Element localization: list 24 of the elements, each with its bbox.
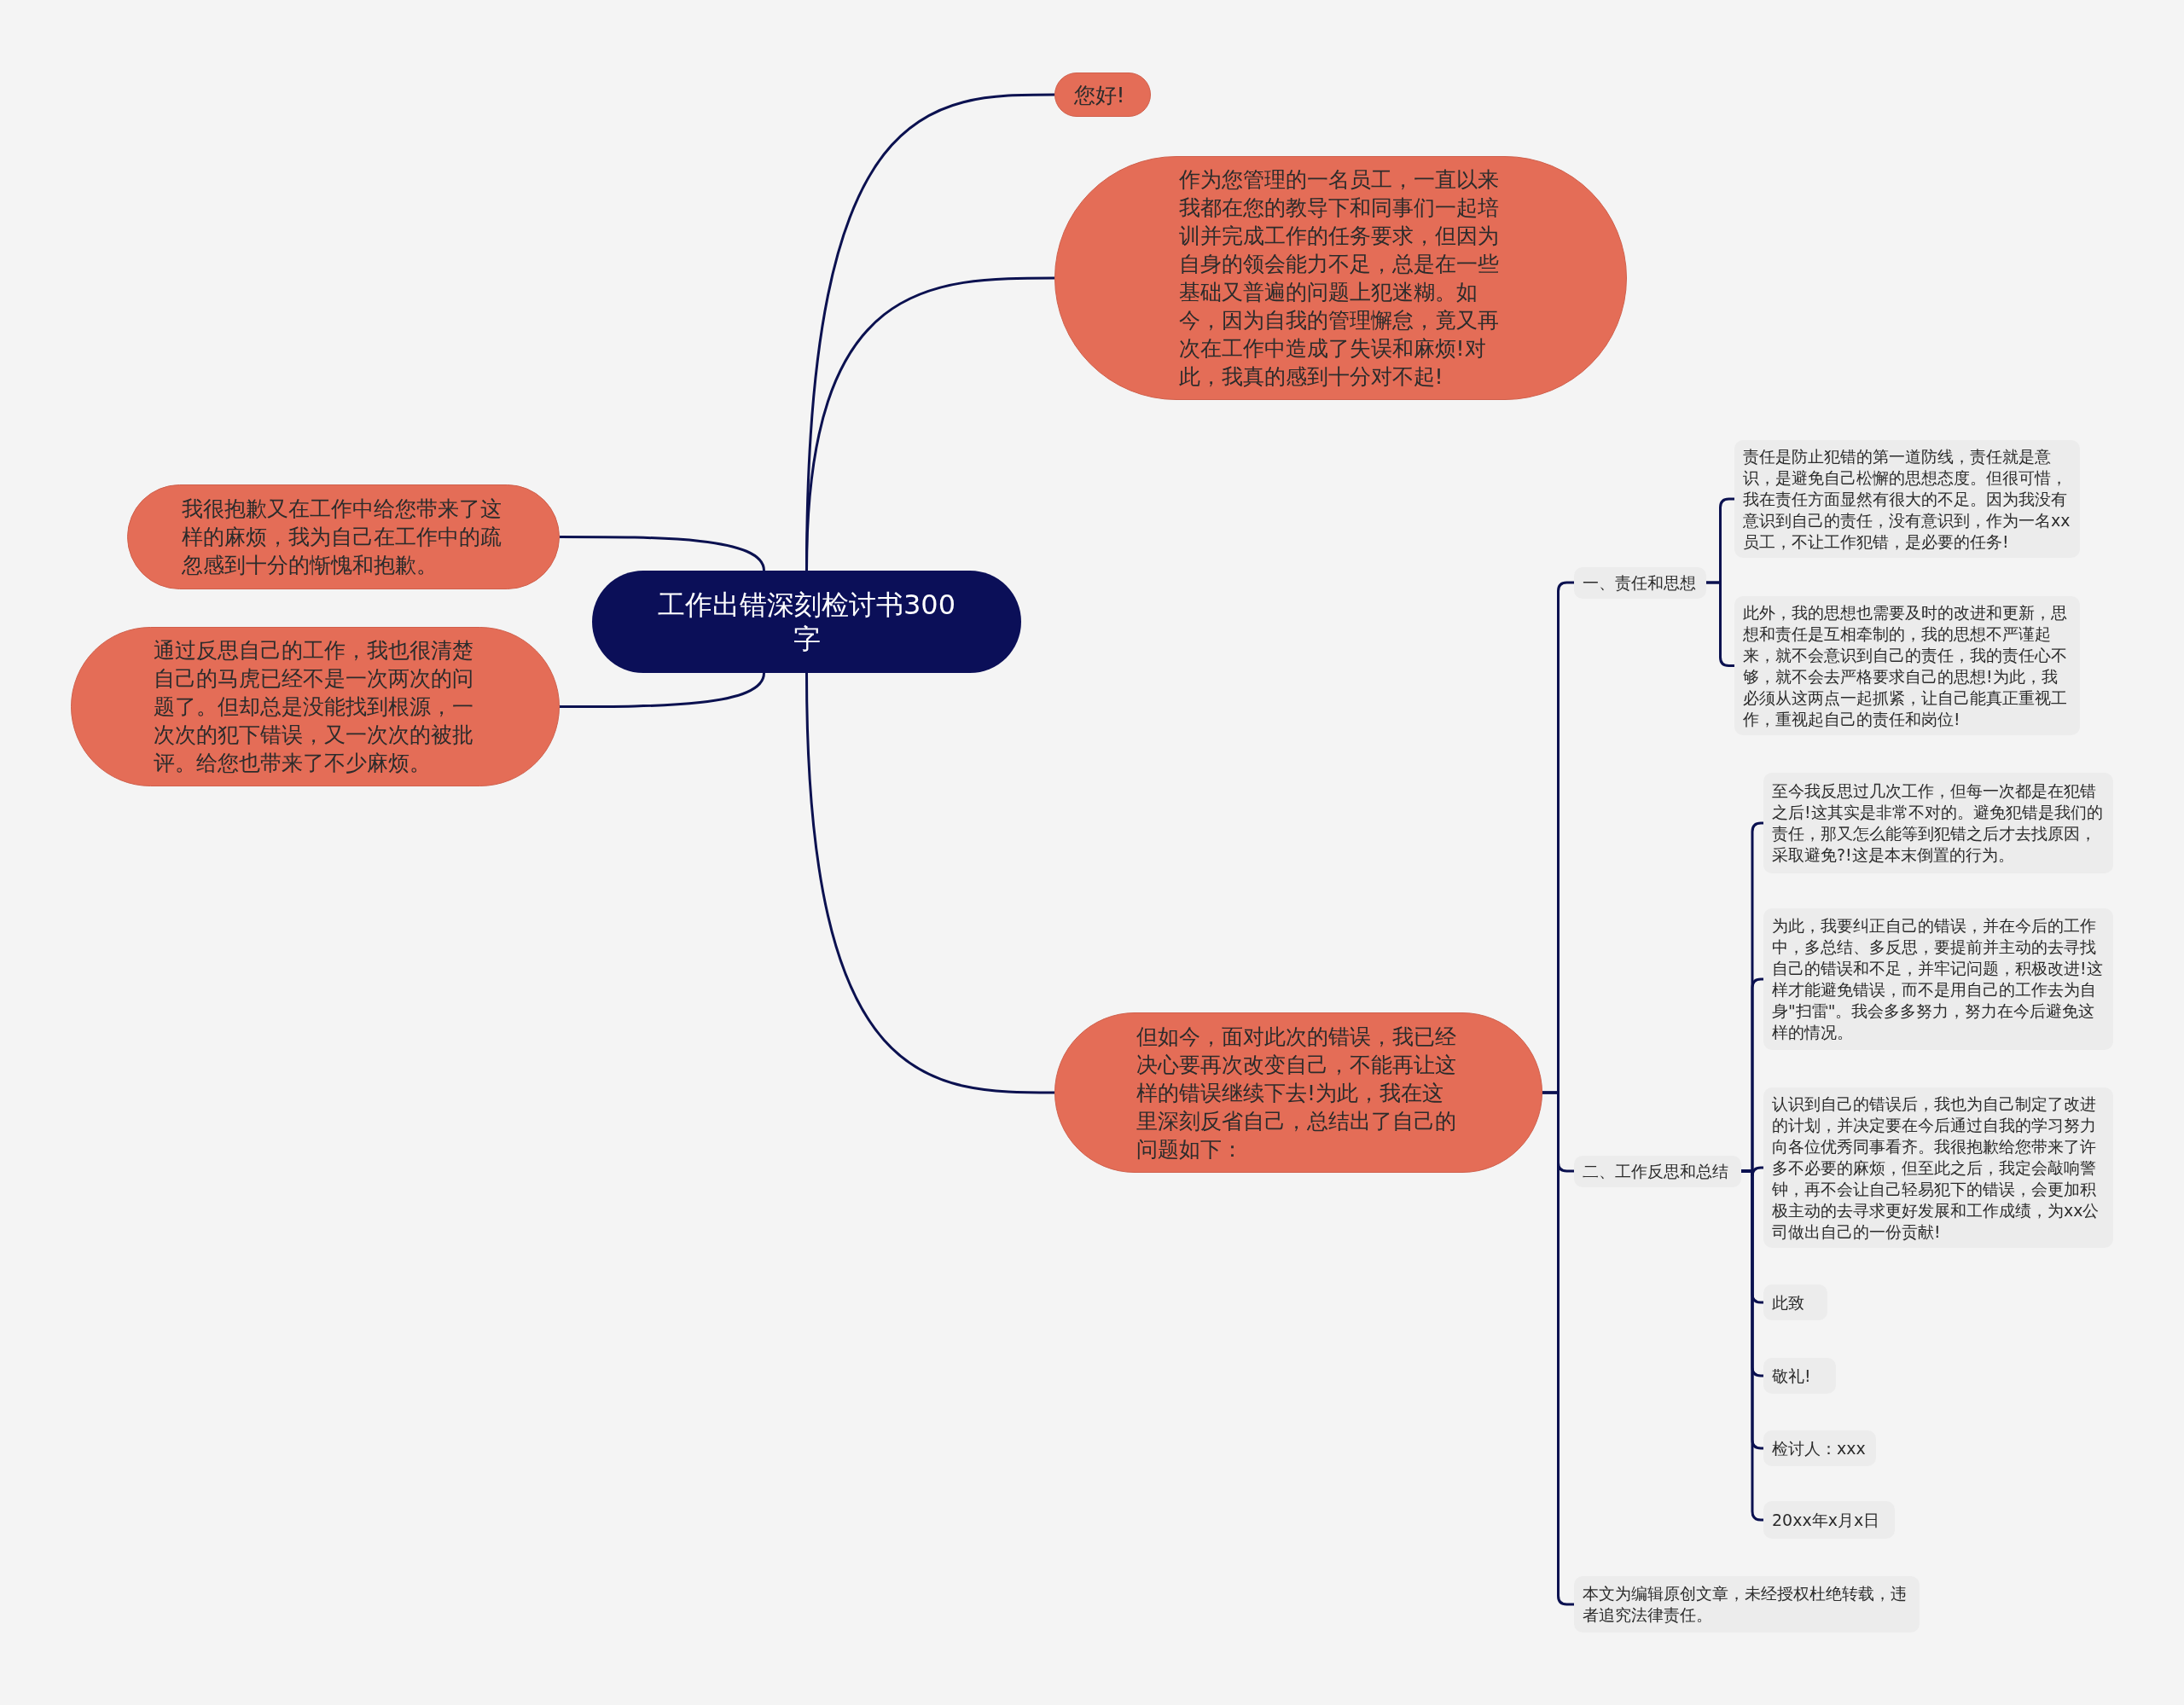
connector-line [1741,1169,1764,1522]
topic-pill: 我很抱歉又在工作中给您带来了这样的麻烦，我为自己在工作中的疏忽感到十分的惭愧和抱歉。 [127,484,560,589]
topic-pill: 作为您管理的一名员工，一直以来我都在您的教导下和同事们一起培训并完成工作的任务要求，但因为自身的领会能力不足，总是在一些基础又普遍的问题上犯迷糊。如今，因为自我的管理懈怠，竟又再次在工作中造成了失误和麻烦!对此，我真的感到十分对不起! [1054,156,1627,400]
note-box: 20xx年x月x日 [1763,1501,1895,1539]
note-box: 为此，我要纠正自己的错误，并在今后的工作中，多总结、多反思，要提前并主动的去寻找自己的错误和不足，并牢记问题，积极改进!这样才能避免错误，而不是用自己的工作去为自身"扫雷"。我会多多努力，努力在今后避免这样的情况。 [1763,908,2113,1050]
note-box: 检讨人：xxx [1763,1430,1876,1466]
note-box: 责任是防止犯错的第一道防线，责任就是意识，是避免自己松懈的思想态度。但很可惜，我在责任方面显然有很大的不足。因为我没有意识到自己的责任，没有意识到，作为一名xx员工，不让工作犯错，是必要的任务! [1734,440,2080,558]
note-box: 本文为编辑原创文章，未经授权杜绝转载，违者追究法律责任。 [1574,1576,1920,1633]
connector-line [1706,581,1734,667]
note-box: 认识到自己的错误后，我也为自己制定了改进的计划，并决定要在今后通过自我的学习努力向各位优秀同事看齐。我很抱歉给您带来了许多不必要的麻烦，但至此之后，我定会敲响警钟，再不会让自己轻易犯下的错误，会更加积极主动的去寻求更好发展和工作成绩，为xx公司做出自己的一份贡献! [1763,1087,2113,1248]
connector-line [805,672,1054,1094]
note-box: 一、责任和思想 [1574,567,1706,599]
note-box: 此致 [1763,1285,1827,1320]
topic-pill: 您好! [1054,72,1151,117]
connector-line [1542,1091,1574,1606]
note-box: 敬礼! [1763,1358,1836,1394]
topic-pill: 但如今，面对此次的错误，我已经决心要再次改变自己，不能再让这样的错误继续下去!为此，我在这里深刻反省自己，总结出了自己的问题如下： [1054,1012,1542,1173]
note-box: 至今我反思过几次工作，但每一次都是在犯错之后!这其实是非常不对的。避免犯错是我们的责任，那又怎么能等到犯错之后才去找原因，采取避免?!这是本末倒置的行为。 [1763,773,2113,873]
note-box: 二、工作反思和总结 [1574,1156,1741,1187]
note-box: 此外，我的思想也需要及时的改进和更新，思想和责任是互相牵制的，我的思想不严谨起来，就不会意识到自己的责任，我的责任心不够，就不会去严格要求自己的思想!为此，我必须从这两点一起抓紧，让自己能真正重视工作，重视起自己的责任和岗位! [1734,596,2080,735]
root-topic: 工作出错深刻检讨书300字 [592,571,1021,673]
connector-line [560,672,765,708]
connector-line [560,536,765,571]
topic-pill: 通过反思自己的工作，我也很清楚自己的马虎已经不是一次两次的问题了。但却总是没能找到根源，一次次的犯下错误，又一次次的被批评。给您也带来了不少麻烦。 [71,627,560,786]
